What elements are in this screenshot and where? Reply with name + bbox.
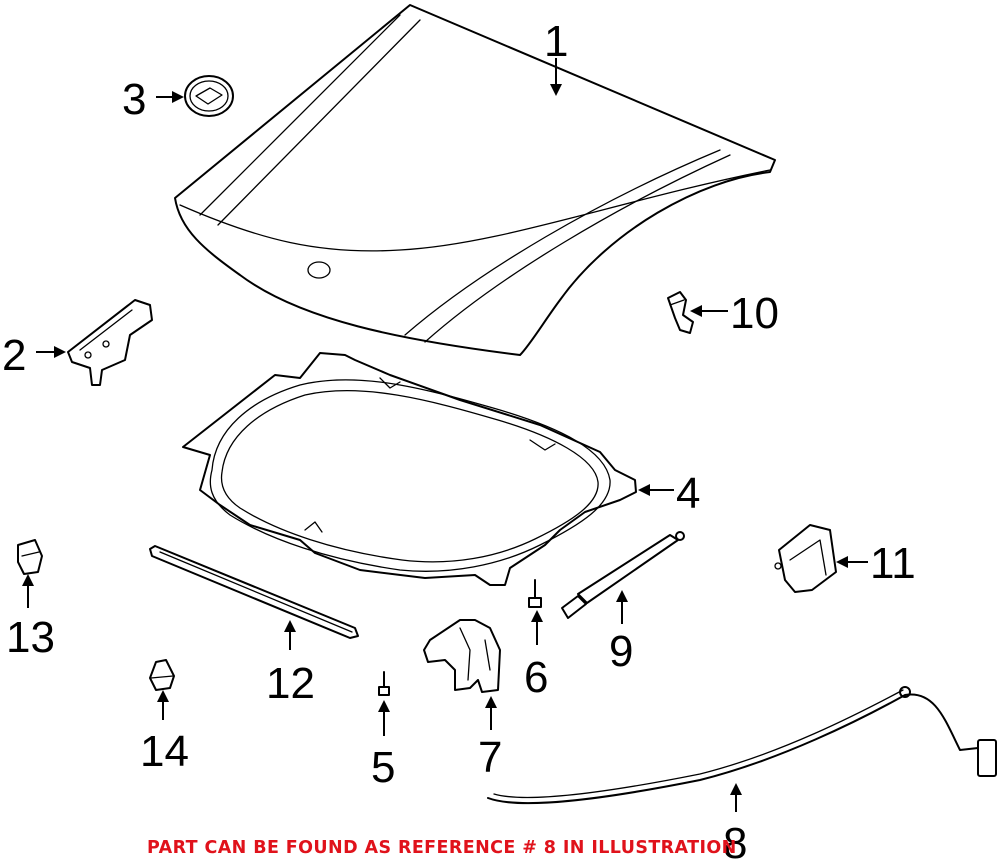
callout-3: 3	[122, 75, 146, 124]
callout-12: 12	[266, 659, 315, 708]
callout-1: 1	[544, 17, 568, 66]
callout-13: 13	[6, 613, 55, 662]
part-insulator	[182, 352, 637, 586]
part-emblem	[184, 75, 234, 117]
callout-6: 6	[524, 653, 548, 702]
callout-10: 10	[730, 289, 779, 338]
leader-arrows	[22, 58, 868, 812]
part-release-cable	[487, 686, 997, 805]
callout-11: 11	[870, 539, 916, 588]
callout-labels: 1 3 2 10 4 11 13 12 9 6 14 7 5 8	[2, 17, 916, 865]
callout-8: 8	[723, 819, 747, 865]
part-plug-14	[149, 659, 175, 691]
callout-5: 5	[371, 743, 395, 792]
part-strut	[561, 531, 685, 619]
part-bolt-5	[378, 671, 390, 696]
part-hood	[174, 4, 776, 356]
callout-2: 2	[2, 331, 26, 380]
part-bolt-6	[528, 579, 542, 608]
callout-7: 7	[478, 733, 502, 782]
callout-4: 4	[676, 469, 700, 518]
callout-14: 14	[140, 727, 189, 776]
part-hinge-bracket	[67, 299, 153, 386]
part-seal	[149, 545, 359, 639]
part-latch-cover	[774, 524, 837, 593]
callout-9: 9	[609, 627, 633, 676]
part-latch	[423, 619, 501, 693]
reference-note: PART CAN BE FOUND AS REFERENCE # 8 IN IL…	[147, 838, 737, 858]
part-clip-13	[17, 539, 43, 575]
part-bumper-stop	[667, 291, 694, 334]
